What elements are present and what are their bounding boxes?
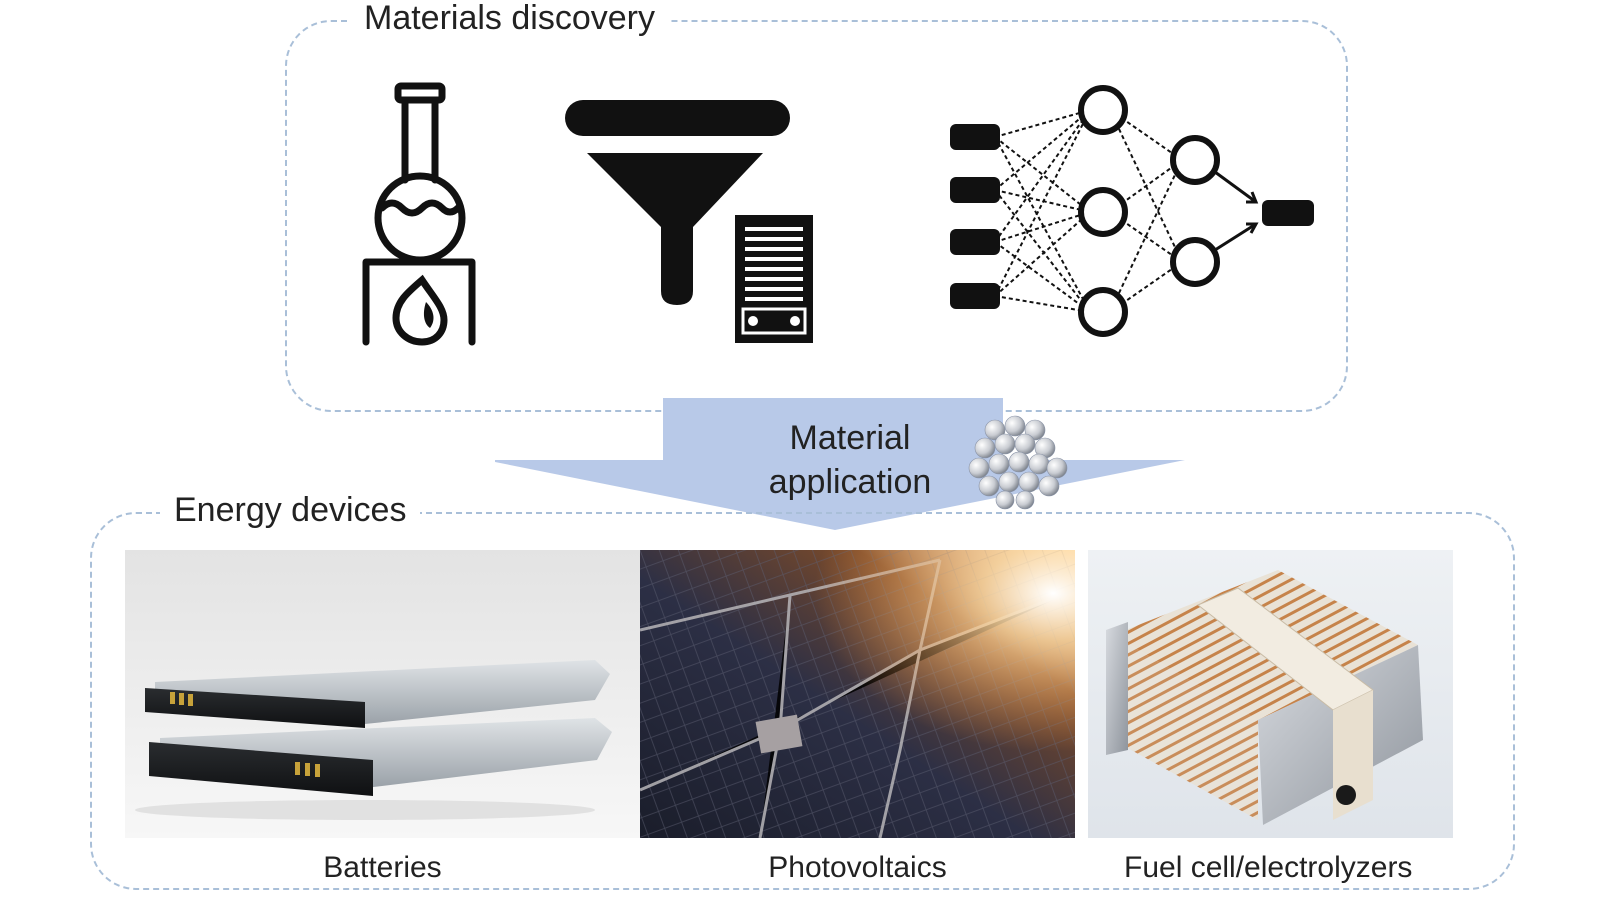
materials-discovery-title: Materials discovery xyxy=(350,0,669,38)
batteries-photo xyxy=(125,550,640,838)
funnel-filter-icon xyxy=(565,95,840,355)
fuel-cell-caption: Fuel cell/electrolyzers xyxy=(1124,851,1413,884)
neural-network-icon xyxy=(950,80,1320,360)
energy-devices-panel xyxy=(90,512,1515,890)
photovoltaics-photo xyxy=(640,550,1075,838)
arrow-label-line2: application xyxy=(768,463,932,501)
material-application-arrow xyxy=(485,398,1215,542)
flask-burner-icon xyxy=(360,80,500,350)
arrow-label-line1: Material xyxy=(789,419,911,457)
photovoltaics-caption: Photovoltaics xyxy=(768,851,947,884)
crystal-lattice-icon xyxy=(965,410,1075,510)
server-rack-icon xyxy=(735,215,813,343)
batteries-caption: Batteries xyxy=(323,851,442,884)
material-application-label: Material application xyxy=(720,416,980,504)
fuel-cell-photo xyxy=(1088,550,1453,838)
energy-devices-title: Energy devices xyxy=(160,490,421,530)
